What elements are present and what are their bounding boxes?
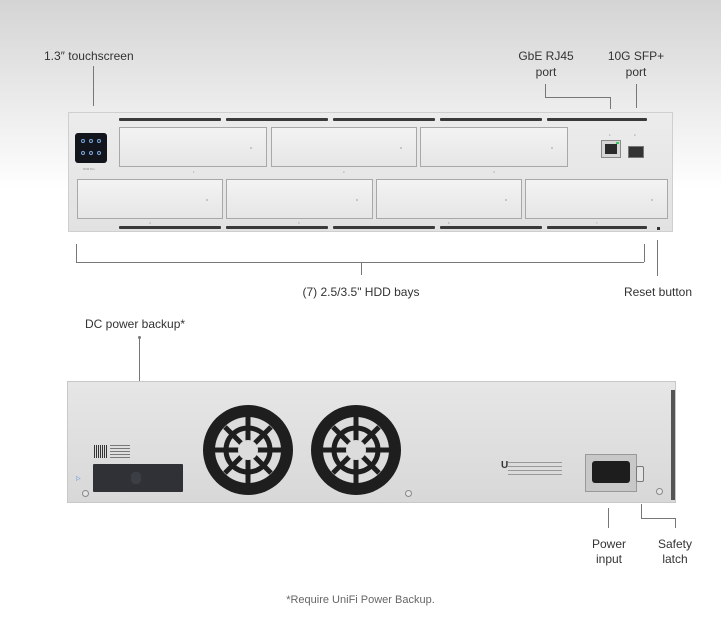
label-dc-backup: DC power backup* — [85, 317, 186, 331]
bay-led — [250, 147, 252, 149]
fan-icon — [203, 405, 293, 495]
leader-latch — [641, 504, 642, 518]
label-sticker — [110, 445, 130, 458]
leader-touchscreen — [93, 66, 94, 106]
ac-power-inlet[interactable] — [585, 454, 637, 492]
label-power-line2: input — [595, 552, 623, 566]
bay-number: 4 — [149, 221, 151, 225]
label-latch-line2: latch — [662, 552, 688, 566]
screen-icon — [81, 139, 85, 143]
screen-icon — [97, 151, 101, 155]
regulatory-marks — [508, 462, 562, 484]
bay-led — [356, 199, 358, 201]
port-arrow-icon: ▷ — [76, 476, 81, 482]
screw-icon — [656, 488, 663, 495]
hdd-bay[interactable] — [77, 179, 223, 219]
screen-icon — [97, 139, 101, 143]
ubiquiti-logo-icon: U — [501, 460, 509, 471]
rj45-port[interactable] — [601, 140, 621, 158]
leader-sfp — [636, 84, 637, 108]
label-rj45-line1: GbE RJ45 — [518, 49, 574, 63]
label-sfp-line2: port — [625, 65, 647, 79]
back-rail — [671, 390, 675, 500]
bay-led — [505, 199, 507, 201]
bracket-hdd-bottom — [76, 262, 644, 263]
hdd-bay[interactable] — [119, 127, 267, 167]
bay-number: 2 — [343, 170, 345, 174]
label-hdd-bays: (7) 2.5/3.5" HDD bays — [302, 285, 420, 299]
bay-led — [651, 199, 653, 201]
front-vent — [226, 226, 328, 229]
front-vent — [119, 118, 221, 121]
screw-icon — [82, 490, 89, 497]
bay-led — [551, 147, 553, 149]
dc-port-connector — [131, 472, 141, 484]
front-vent — [440, 118, 542, 121]
leader-rj45-h — [545, 97, 610, 98]
front-vent — [333, 226, 435, 229]
bay-led — [400, 147, 402, 149]
rj45-port-number: 1 — [609, 133, 611, 137]
model-text: NVR Pro — [83, 167, 95, 171]
label-reset: Reset button — [623, 285, 693, 299]
bay-number: 6 — [448, 221, 450, 225]
touchscreen[interactable] — [75, 133, 107, 163]
dc-power-port[interactable] — [93, 464, 183, 492]
front-vent — [547, 226, 647, 229]
leader-dot — [138, 336, 141, 339]
bracket-hdd-left — [76, 244, 77, 262]
leader-rj45 — [545, 84, 546, 97]
label-latch-line1: Safety — [657, 537, 693, 551]
hdd-bay[interactable] — [226, 179, 373, 219]
bracket-hdd-right — [644, 244, 645, 262]
sfp-port[interactable] — [628, 146, 644, 158]
rj45-led — [616, 142, 619, 144]
leader-latch-v2 — [675, 518, 676, 528]
ac-socket — [592, 461, 630, 483]
hdd-bay[interactable] — [525, 179, 668, 219]
label-touchscreen: 1.3″ touchscreen — [44, 49, 134, 63]
bay-led — [206, 199, 208, 201]
front-vent — [119, 226, 221, 229]
safety-latch[interactable] — [636, 466, 644, 482]
screen-icon — [81, 151, 85, 155]
bay-number: 7 — [596, 221, 598, 225]
rj45-socket — [605, 144, 617, 154]
bay-number: 1 — [193, 170, 195, 174]
screw-icon — [405, 490, 412, 497]
leader-hdd — [361, 262, 362, 275]
back-panel: ▷ U — [67, 381, 676, 503]
fan-icon — [311, 405, 401, 495]
footnote: *Require UniFi Power Backup. — [286, 594, 435, 606]
front-vent — [440, 226, 542, 229]
leader-rj45-v2 — [610, 97, 611, 109]
qr-code — [94, 445, 108, 458]
front-vent — [226, 118, 328, 121]
screen-icon — [89, 151, 93, 155]
leader-power — [608, 508, 609, 528]
bay-number: 5 — [298, 221, 300, 225]
hdd-bay[interactable] — [271, 127, 417, 167]
hdd-bay[interactable] — [376, 179, 522, 219]
reset-button[interactable] — [657, 227, 660, 230]
bay-number: 3 — [493, 170, 495, 174]
label-rj45-line2: port — [535, 65, 557, 79]
front-panel: NVR Pro 1 2 3 1 2 4 5 6 7 — [68, 112, 673, 232]
label-sfp-line1: 10G SFP+ — [607, 49, 665, 63]
hdd-bay[interactable] — [420, 127, 568, 167]
leader-latch-h — [641, 518, 675, 519]
leader-reset — [657, 240, 658, 276]
screen-icon — [89, 139, 93, 143]
front-vent — [547, 118, 647, 121]
front-vent — [333, 118, 435, 121]
label-power-line1: Power — [591, 537, 626, 551]
sfp-port-number: 2 — [634, 133, 636, 137]
